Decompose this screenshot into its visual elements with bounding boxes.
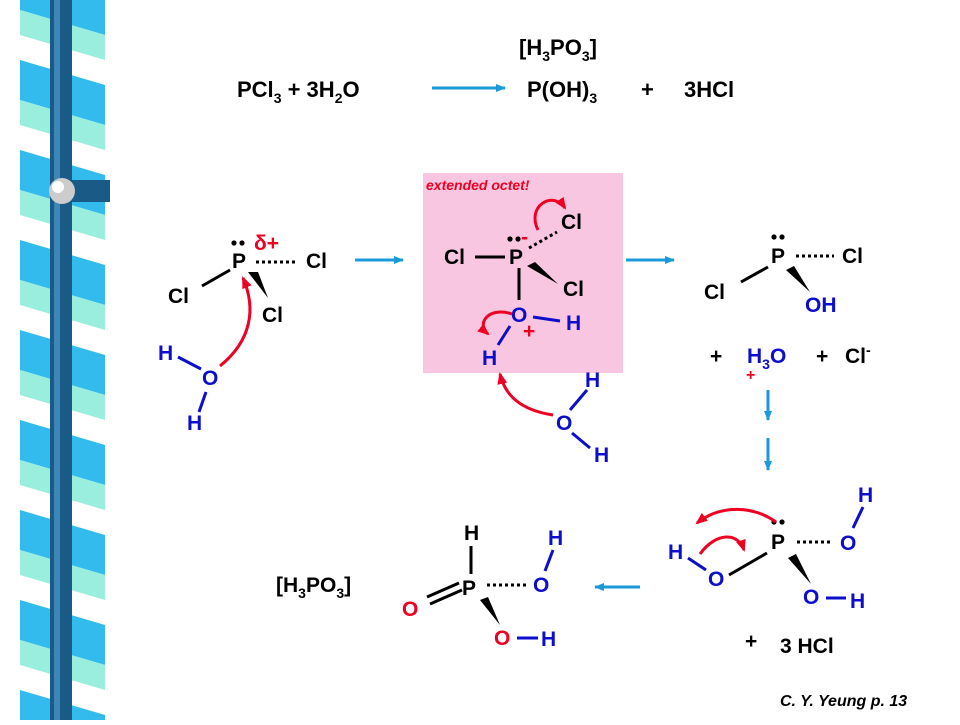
delta-plus-label: δ+: [254, 232, 279, 255]
water-atom-h-bottom: H: [594, 444, 609, 467]
atom-cl-left: Cl: [444, 246, 465, 269]
reaction-equation: [H3PO3] PCl3 + 3H2O P(OH)3 + 3HCl: [237, 35, 734, 106]
curved-arrow-tautomer-1: [695, 507, 777, 525]
atom-p: P: [771, 531, 785, 554]
positive-charge: +: [523, 320, 535, 343]
atom-h-bottom: H: [541, 628, 556, 651]
negative-charge: -: [521, 226, 528, 249]
spiral-binding-decoration: [0, 0, 110, 725]
atom-o-bottom: O: [803, 586, 819, 609]
atom-cl-left: Cl: [168, 285, 189, 308]
final-product-h3po3: [H3PO3] H P H O O O H: [276, 522, 563, 651]
curved-arrow-deprotonation: [497, 372, 554, 417]
curved-arrow-attack: [219, 276, 252, 368]
step3-pcl2oh: P Cl Cl OH + H3O + + Cl-: [704, 234, 871, 384]
product-label: [H3PO3]: [276, 574, 351, 601]
atom-h-left: H: [482, 347, 497, 370]
atom-cl-right: Cl: [306, 250, 327, 273]
atom-h-top: H: [858, 484, 873, 507]
water-atom-h-top: H: [585, 369, 600, 392]
water-atom-o: O: [556, 412, 572, 435]
atom-o-right: O: [840, 532, 856, 555]
lone-pair-dot: [771, 234, 777, 240]
step1-pcl3-water: P δ+ Cl Cl Cl H O H: [158, 232, 327, 435]
atom-o: O: [202, 367, 218, 390]
equation-product-poh3: P(OH)3: [527, 77, 597, 106]
author-credit: C. Y. Yeung p. 13: [780, 693, 907, 710]
byproduct-chloride: Cl-: [845, 342, 871, 368]
atom-p: P: [232, 250, 246, 273]
hydronium-charge: +: [746, 367, 755, 384]
atom-cl-wedge: Cl: [262, 304, 283, 327]
extended-octet-note: extended octet!: [426, 177, 530, 193]
atom-h-right: H: [566, 312, 581, 335]
atom-o-double: O: [402, 598, 418, 621]
lone-pair-dot: [507, 236, 513, 242]
atom-cl-top: Cl: [561, 211, 582, 234]
equation-reactants: PCl3 + 3H2O: [237, 77, 360, 106]
lone-pair-dot: [515, 236, 521, 242]
equation-h3po3-label: [H3PO3]: [519, 35, 597, 64]
curved-arrow-tautomer-2: [698, 535, 746, 555]
lone-pair-dot: [231, 240, 237, 246]
atom-o-left: O: [708, 568, 724, 591]
byproduct-plus-2: +: [816, 345, 828, 368]
atom-o-right: O: [533, 574, 549, 597]
atom-p: P: [462, 577, 476, 600]
curved-arrow-oh-bond: [477, 310, 513, 336]
lone-pair-dot: [239, 240, 245, 246]
curved-arrow-cl-leaving: [533, 196, 567, 231]
atom-h-top: H: [464, 522, 479, 545]
atom-cl-wedge: Cl: [563, 278, 584, 301]
atom-o: O: [511, 304, 527, 327]
equation-plus: +: [641, 77, 654, 102]
byproduct-hydronium: H3O: [747, 345, 786, 372]
hcl-byproduct: 3 HCl: [780, 635, 834, 658]
atom-p: P: [771, 245, 785, 268]
atom-cl-right: Cl: [842, 245, 863, 268]
lone-pair-dot: [779, 234, 785, 240]
atom-h-bottom: H: [187, 412, 202, 435]
hcl-plus: +: [745, 630, 757, 653]
step2-intermediate: extended octet! - Cl P Cl Cl O + H H H O…: [426, 177, 609, 467]
atom-h-top: H: [158, 342, 173, 365]
atom-p: P: [509, 246, 523, 269]
atom-o-bottom: O: [494, 627, 510, 650]
atom-h-right-top: H: [548, 527, 563, 550]
extended-octet-highlight: [423, 173, 623, 373]
atom-cl-left: Cl: [704, 281, 725, 304]
group-oh: OH: [805, 294, 837, 317]
lone-pair-dot: [779, 519, 785, 525]
step4-poh3: H P O H O O H + 3 HCl: [668, 484, 873, 658]
atom-h-left: H: [668, 541, 683, 564]
atom-h-bottom: H: [850, 590, 865, 613]
equation-product-hcl: 3HCl: [684, 77, 734, 102]
byproduct-plus-1: +: [710, 345, 722, 368]
